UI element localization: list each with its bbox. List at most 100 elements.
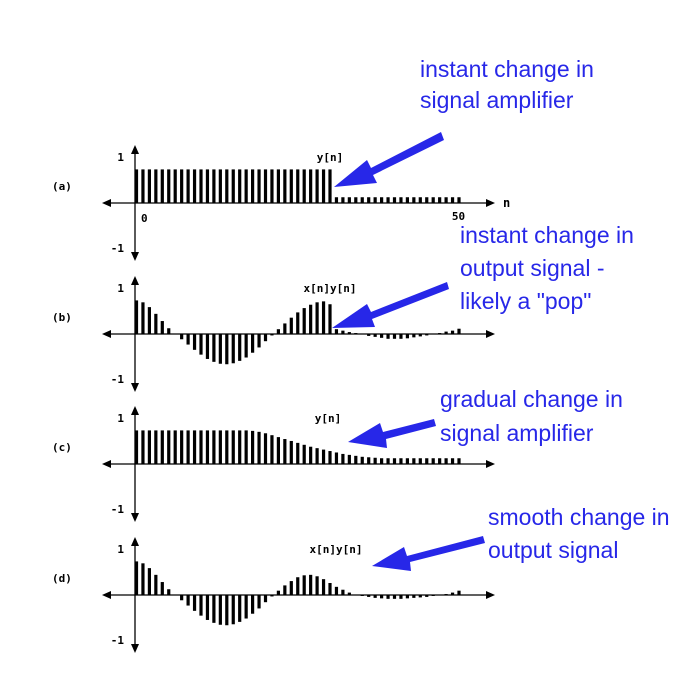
sample-bar [425,458,429,464]
sample-bar [354,594,358,596]
sample-bar [160,169,164,203]
sample-bar [386,595,390,599]
sample-bar [199,334,203,355]
sample-bar [289,581,293,595]
sample-bar [418,595,422,598]
sample-bar [438,333,442,334]
sample-bar [392,458,397,464]
sample-bar [367,457,371,464]
sample-bar [218,169,222,203]
sample-bar [425,595,429,597]
sample-bar [341,330,345,334]
sample-bar [418,458,422,464]
callout-b-line1: instant change in [460,222,634,248]
sample-bar [341,453,345,464]
sample-bar [405,458,409,464]
sample-bar [212,430,216,464]
callout-d-line2: output signal [488,537,618,563]
sample-bar [244,430,248,464]
sample-bar [167,589,171,595]
tick-label-1: 1 [117,151,124,164]
sample-bar [283,323,287,334]
callout-a: instant change in signal amplifier [420,56,594,113]
sample-bar [309,446,313,464]
sample-bar [192,595,197,611]
sample-bar [238,334,242,361]
sample-bar [367,334,371,336]
sample-bar [309,304,313,334]
sample-bar [334,329,339,334]
sample-bar [270,435,274,464]
panel-c: (c)1-1y[n] [52,406,495,522]
sample-bar [186,595,190,606]
sample-bar [231,595,235,625]
axis-name-n: n [503,196,510,210]
sample-bar [257,431,261,464]
sample-bar [225,430,229,464]
sample-bar [134,430,139,464]
sample-bar [283,585,287,595]
sample-bar [251,169,255,203]
sample-bar [180,595,184,601]
sample-bar [457,590,461,595]
sample-bar [180,430,184,464]
sample-bar [225,169,229,203]
sample-bar [392,595,397,599]
panel-label: (a) [52,180,72,193]
sample-bar [244,334,248,358]
sample-bar [380,197,384,203]
sample-bar [444,197,448,203]
sample-bar [205,595,210,620]
sample-bar [418,197,422,203]
sample-bar [192,169,197,203]
sample-bar [251,595,255,614]
sample-bar [147,568,151,595]
panel-label: (d) [52,572,72,585]
sample-bar [186,430,190,464]
sample-bar [334,197,339,203]
tick-label-1: 1 [117,543,124,556]
sample-bar [251,430,255,464]
sample-bar [360,456,364,464]
sample-bar [231,334,235,364]
axis-arrow-up-icon [131,145,139,154]
sample-bar [328,304,332,334]
sample-bar [231,430,235,464]
sample-bar [192,334,197,350]
callout-c: gradual change in signal amplifier [440,386,623,446]
sample-bar [257,595,261,609]
sample-bar [360,197,364,203]
sample-bar [141,169,145,203]
sample-bar [418,334,422,337]
sample-bar [425,197,429,203]
sample-bar [405,595,409,599]
callout-c-line1: gradual change in [440,386,623,412]
sample-bar [173,169,177,203]
sample-bar [444,458,448,464]
sample-bar [412,197,416,203]
axis-arrow-right-icon [486,460,495,468]
sample-bar [360,334,364,335]
sample-bar [360,595,364,596]
callout-arrow-a [334,132,444,187]
sample-bar [399,595,403,599]
sample-bar [192,430,197,464]
sample-bar [450,458,455,464]
tick-label-minus-1: -1 [111,373,125,386]
sample-bar [186,334,190,345]
sample-bar [399,458,403,464]
sample-bar [225,595,229,626]
sample-bar [167,328,171,334]
sample-bar [276,437,280,464]
sample-bar [154,169,158,203]
sample-bar [328,583,332,595]
sample-bar [309,574,313,595]
callout-b-line3: likely a "pop" [460,288,591,314]
sample-bar [347,592,351,595]
sample-bar [315,576,319,595]
sample-bar [270,334,274,336]
sample-bar [238,430,242,464]
sample-bar [257,169,261,203]
